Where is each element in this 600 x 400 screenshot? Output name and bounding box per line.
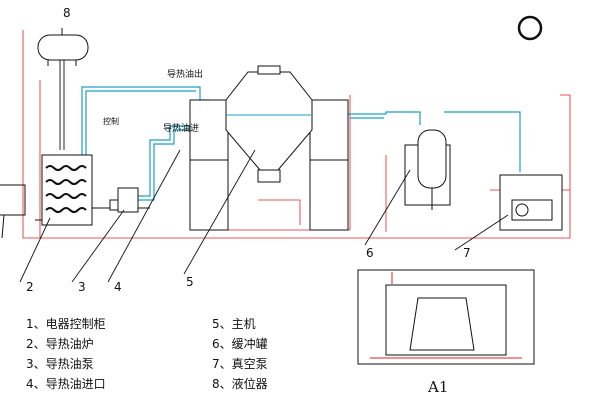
oil-pump [109, 187, 139, 213]
label-control: 控制 [103, 117, 119, 126]
label-oil-outlet: 导热油出 [167, 70, 204, 80]
legend-item-1: 1、电器控制柜 [26, 317, 106, 331]
callout-4: 4 [114, 280, 122, 294]
main-dryer [189, 65, 349, 231]
detail-a1-caption: A1 [428, 378, 449, 396]
leader-lines [19, 149, 509, 283]
callout-8: 8 [63, 6, 71, 20]
callout-5: 5 [186, 275, 194, 289]
vacuum-pump [499, 174, 563, 231]
level-gauge-tank [37, 28, 89, 66]
callout-6: 6 [366, 246, 374, 260]
legend-item-2: 2、导热油炉 [26, 337, 94, 351]
callout-2: 2 [26, 280, 34, 294]
legend-item-7: 7、真空泵 [212, 357, 268, 371]
oil-pipes [81, 86, 521, 201]
oil-furnace [41, 154, 93, 226]
legend-item-3: 3、导热油泵 [26, 357, 94, 371]
callout-3: 3 [78, 280, 86, 294]
legend-item-6: 6、缓冲罐 [212, 337, 268, 351]
callout-7: 7 [463, 246, 471, 260]
control-cabinet [0, 184, 26, 239]
detail-a1 [357, 269, 535, 365]
legend-item-8: 8、液位器 [212, 377, 268, 391]
logo-ring [517, 15, 543, 41]
label-oil-inlet: 导热油进 [163, 124, 200, 134]
legend-item-4: 4、导热油进口 [26, 377, 106, 391]
legend-item-5: 5、主机 [212, 317, 256, 331]
buffer-tank [404, 129, 451, 210]
